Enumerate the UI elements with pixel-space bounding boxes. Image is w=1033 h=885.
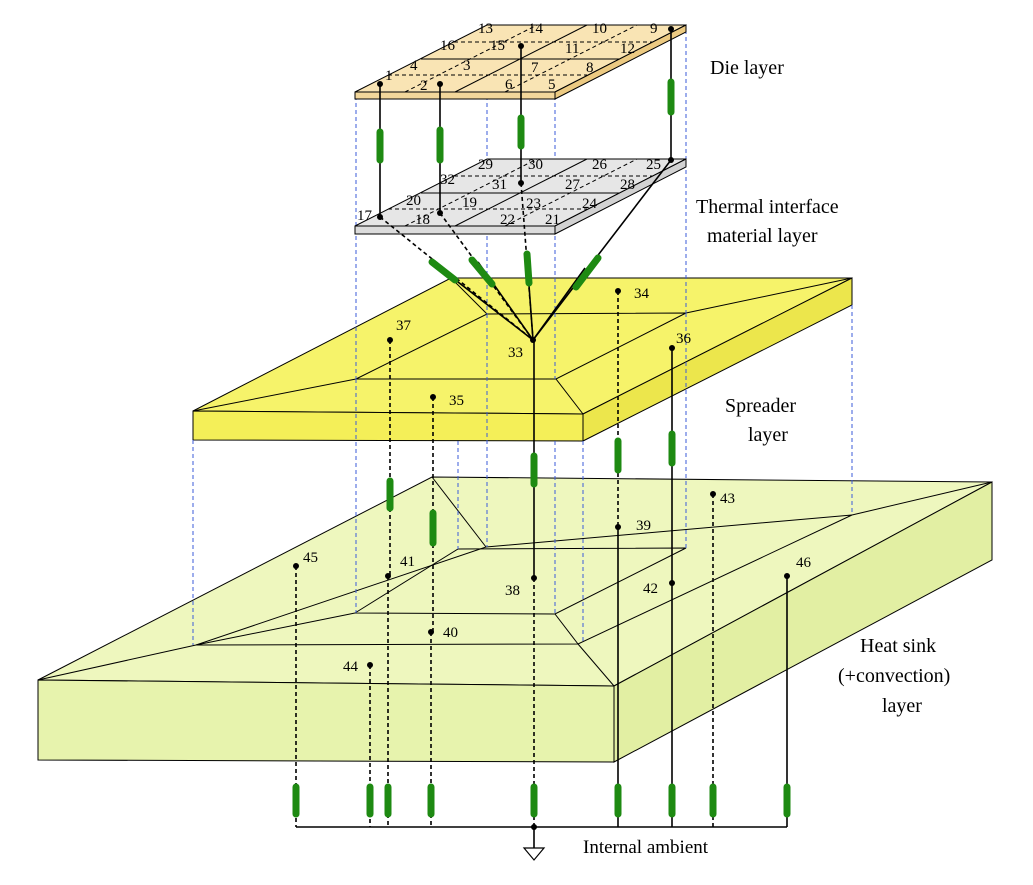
heat-sink-right-face	[613, 481, 993, 763]
spreader-bevel-2	[450, 277, 488, 315]
node-label: 11	[565, 41, 579, 57]
node-label: 36	[676, 331, 692, 347]
heat-sink-bevel-1	[37, 644, 197, 681]
node-label: 17	[357, 208, 373, 224]
node-label: 41	[400, 554, 415, 570]
resistor	[468, 256, 496, 288]
node-label: 19	[462, 195, 477, 211]
node-label: 40	[443, 625, 458, 641]
node-label: 28	[620, 177, 635, 193]
node-label: 15	[490, 38, 505, 54]
node-label: 20	[406, 193, 421, 209]
node-label: 2	[420, 78, 428, 94]
resistors	[292, 78, 791, 818]
node-label: 39	[636, 518, 651, 534]
heat-sink-layer	[37, 476, 993, 763]
node-labels: 13 14 10 9 16 15 11 12 4 3 7 8 1 2 6 5 2…	[303, 21, 812, 675]
node-label: 24	[582, 196, 598, 212]
node-label: 44	[343, 659, 359, 675]
heat-sink-front-face	[37, 679, 615, 763]
die-layer-label: Die layer	[710, 57, 784, 79]
spreader-front-face	[192, 410, 584, 442]
tim-layer	[354, 158, 687, 235]
node-label: 38	[505, 583, 520, 599]
die-front-face	[354, 91, 556, 100]
die-right-face	[554, 24, 687, 100]
heat-sink-bevel-3	[851, 481, 993, 516]
node-label: 27	[565, 177, 581, 193]
node-label: 16	[440, 38, 456, 54]
node-label: 43	[720, 491, 735, 507]
node-label: 25	[646, 157, 661, 173]
node-label: 18	[415, 212, 430, 228]
node-label: 10	[592, 21, 607, 37]
node-label: 7	[531, 60, 539, 76]
heat-sink-label-line2: (+convection)	[838, 665, 950, 687]
spreader-label-line2: layer	[748, 424, 788, 446]
node-label: 45	[303, 550, 318, 566]
node-label: 34	[634, 286, 650, 302]
heat-sink-grid-2	[554, 613, 579, 645]
spreader-bevel-4	[555, 378, 584, 415]
internal-ambient-label: Internal ambient	[583, 837, 709, 858]
resistor	[523, 250, 533, 287]
spreader-layer	[192, 277, 853, 442]
node-label: 42	[643, 581, 658, 597]
heat-sink-bevel-2	[431, 476, 487, 548]
node-label: 35	[449, 393, 464, 409]
node-label: 6	[505, 77, 513, 93]
node-label: 8	[586, 60, 594, 76]
node-label: 13	[478, 21, 493, 37]
heat-sink-label-line1: Heat sink	[860, 635, 936, 657]
node-label: 21	[545, 212, 560, 228]
spreader-bevel-3	[685, 277, 853, 314]
node-label: 4	[410, 58, 418, 74]
tim-layer-label-line2: material layer	[707, 225, 818, 247]
node-label: 37	[396, 318, 412, 334]
node-label: 33	[508, 345, 523, 361]
node-label: 30	[528, 157, 543, 173]
node-label: 32	[440, 172, 455, 188]
spreader-bevel-1	[192, 378, 357, 412]
tim-right-face	[554, 158, 687, 235]
node-label: 26	[592, 157, 608, 173]
node-label: 22	[500, 212, 515, 228]
layer-labels: Die layer Thermal interface material lay…	[583, 57, 950, 858]
node-label: 14	[528, 21, 544, 37]
node-label: 1	[385, 68, 393, 84]
spreader-label-line1: Spreader	[725, 395, 796, 417]
ground-symbol	[522, 847, 546, 861]
node-label: 5	[548, 77, 556, 93]
resistor	[428, 258, 459, 284]
heat-sink-label-line3: layer	[882, 695, 922, 717]
node-label: 3	[463, 58, 471, 74]
resistor	[572, 254, 602, 291]
node-label: 23	[526, 196, 541, 212]
node-label: 46	[796, 555, 812, 571]
node-label: 29	[478, 157, 493, 173]
tim-layer-label-line1: Thermal interface	[696, 196, 839, 218]
node-label: 12	[620, 41, 635, 57]
heat-sink-grid-1	[195, 612, 356, 646]
node-dots	[293, 26, 790, 830]
heat-sink-bevel-4	[577, 643, 615, 687]
node-label: 9	[650, 21, 658, 37]
node-label: 31	[492, 177, 507, 193]
